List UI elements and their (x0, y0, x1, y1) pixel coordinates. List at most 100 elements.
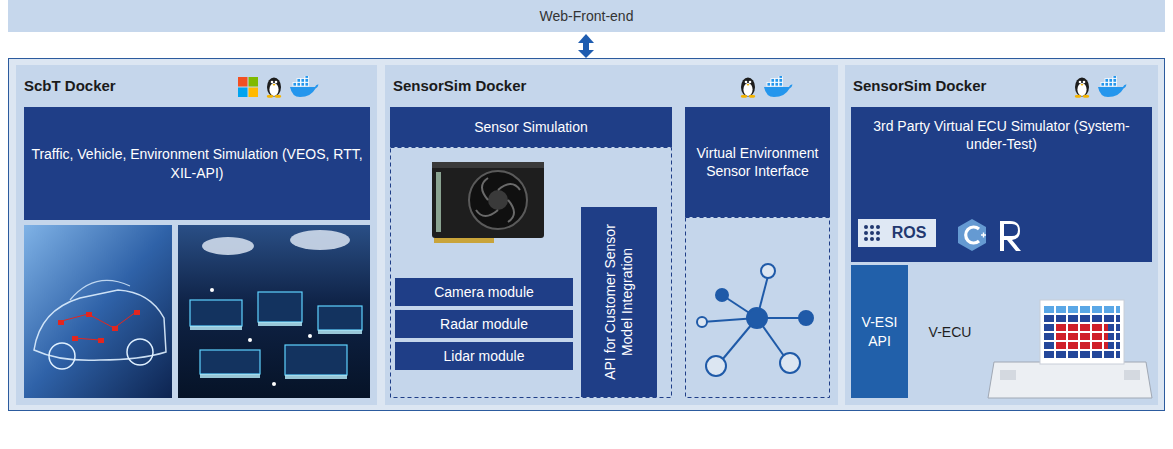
network-icon (757, 276, 768, 318)
process-box: Virtual Environment Sensor Interface (685, 107, 830, 217)
double-arrow (583, 42, 589, 51)
network-icon (722, 295, 757, 318)
gpu-illustration (432, 162, 544, 238)
network-icon (757, 317, 800, 319)
node-text: Traffic, Vehicle, Environment Simulation… (30, 145, 364, 181)
ecu-illustration (1124, 370, 1140, 380)
rtmaps-logo (1004, 224, 1018, 236)
cpp-logo (966, 227, 979, 243)
dashed-region (391, 148, 830, 398)
cpp-logo (958, 219, 986, 251)
platform-icon (290, 75, 319, 97)
ros-logo (864, 225, 868, 229)
node-text: SensorSim Docker (853, 77, 986, 94)
vehicle-illustration (98, 338, 104, 343)
vehicle-illustration (58, 320, 64, 325)
module-box: Lidar module (395, 342, 573, 370)
network-icon (697, 264, 813, 376)
gpu-illustration (432, 162, 544, 168)
frontend-band: Web-Front-end (8, 0, 1165, 32)
gpu-illustration (432, 162, 544, 243)
city-illustration (190, 300, 242, 326)
network-icon (780, 353, 800, 373)
cpp-logo (981, 233, 986, 238)
cpp-logo (958, 219, 986, 251)
city-illustration (285, 345, 347, 375)
city-illustration (190, 292, 362, 375)
city-illustration (272, 382, 276, 386)
vehicle-illustration (24, 225, 172, 398)
outer-container (9, 59, 1165, 411)
network-icon (757, 318, 784, 356)
node-text: 3rd Party Virtual ECU Simulator (System-… (861, 117, 1142, 153)
network-icon (799, 311, 813, 325)
rtmaps-logo (1000, 221, 1021, 251)
ros-logo (858, 219, 936, 247)
city-illustration (285, 375, 347, 379)
node-text: Web-Front-end (540, 8, 634, 24)
platform-icon (238, 75, 1127, 98)
city-illustration (178, 225, 370, 398)
node-text: Sensor Simulation (474, 118, 588, 136)
platform-icon (238, 77, 258, 97)
double-arrow (578, 34, 594, 58)
node-text: V-ESI API (857, 313, 902, 349)
network-icon (761, 264, 775, 278)
ecu-illustration (988, 362, 1152, 398)
city-illustration (308, 334, 312, 338)
dashed-region (391, 148, 672, 398)
platform-icon (741, 78, 755, 98)
platform-icon (764, 75, 793, 97)
city-illustration (202, 237, 254, 255)
vehicle-illustration (72, 336, 78, 341)
ecu-illustration (1044, 304, 1120, 313)
module-box: Radar module (395, 310, 573, 338)
ros-logo (876, 237, 880, 241)
vehicle-illustration (134, 310, 140, 315)
node-text: Lidar module (444, 347, 525, 365)
api-box: V-ESI API (851, 265, 908, 398)
gpu-illustration (476, 178, 520, 222)
ros-logo (864, 225, 880, 241)
network-icon (702, 318, 757, 322)
node-text: Radar module (440, 315, 528, 333)
node-text: SensorSim Docker (393, 77, 526, 94)
ros-logo (864, 237, 868, 241)
logo-text: ROS (884, 219, 934, 247)
city-illustration (178, 225, 370, 398)
vehicle-illustration (34, 290, 166, 360)
network-icon (706, 356, 726, 376)
ros-logo (870, 231, 874, 235)
ros-logo (870, 237, 874, 241)
node-text: API for Customer Sensor Model Integratio… (602, 213, 637, 391)
ros-logo (864, 231, 868, 235)
ros-logo (858, 219, 936, 247)
process-box: Traffic, Vehicle, Environment Simulation… (24, 107, 370, 220)
ecu-illustration (1000, 370, 1016, 380)
gpu-illustration (469, 171, 527, 229)
ros-logo (876, 225, 880, 229)
gpu-illustration (434, 238, 494, 243)
gpu-illustration (436, 172, 441, 232)
city-illustration (190, 322, 362, 379)
ecu-illustration (988, 300, 1152, 398)
city-illustration (248, 338, 252, 342)
city-illustration (290, 230, 350, 250)
network-icon (722, 318, 757, 360)
ros-logo (876, 231, 880, 235)
city-illustration (210, 288, 214, 292)
node-text: Camera module (434, 283, 534, 301)
city-illustration (190, 326, 242, 330)
city-illustration (200, 350, 260, 374)
ecu-illustration (1040, 300, 1124, 364)
city-illustration (258, 322, 302, 326)
network-icon (716, 289, 728, 301)
ros-logo (870, 225, 874, 229)
vehicle-illustration (86, 312, 92, 317)
dashed-region (686, 218, 830, 398)
rtmaps-logo (1000, 221, 1021, 251)
platform-icon (267, 78, 281, 98)
double-arrow (578, 50, 594, 58)
